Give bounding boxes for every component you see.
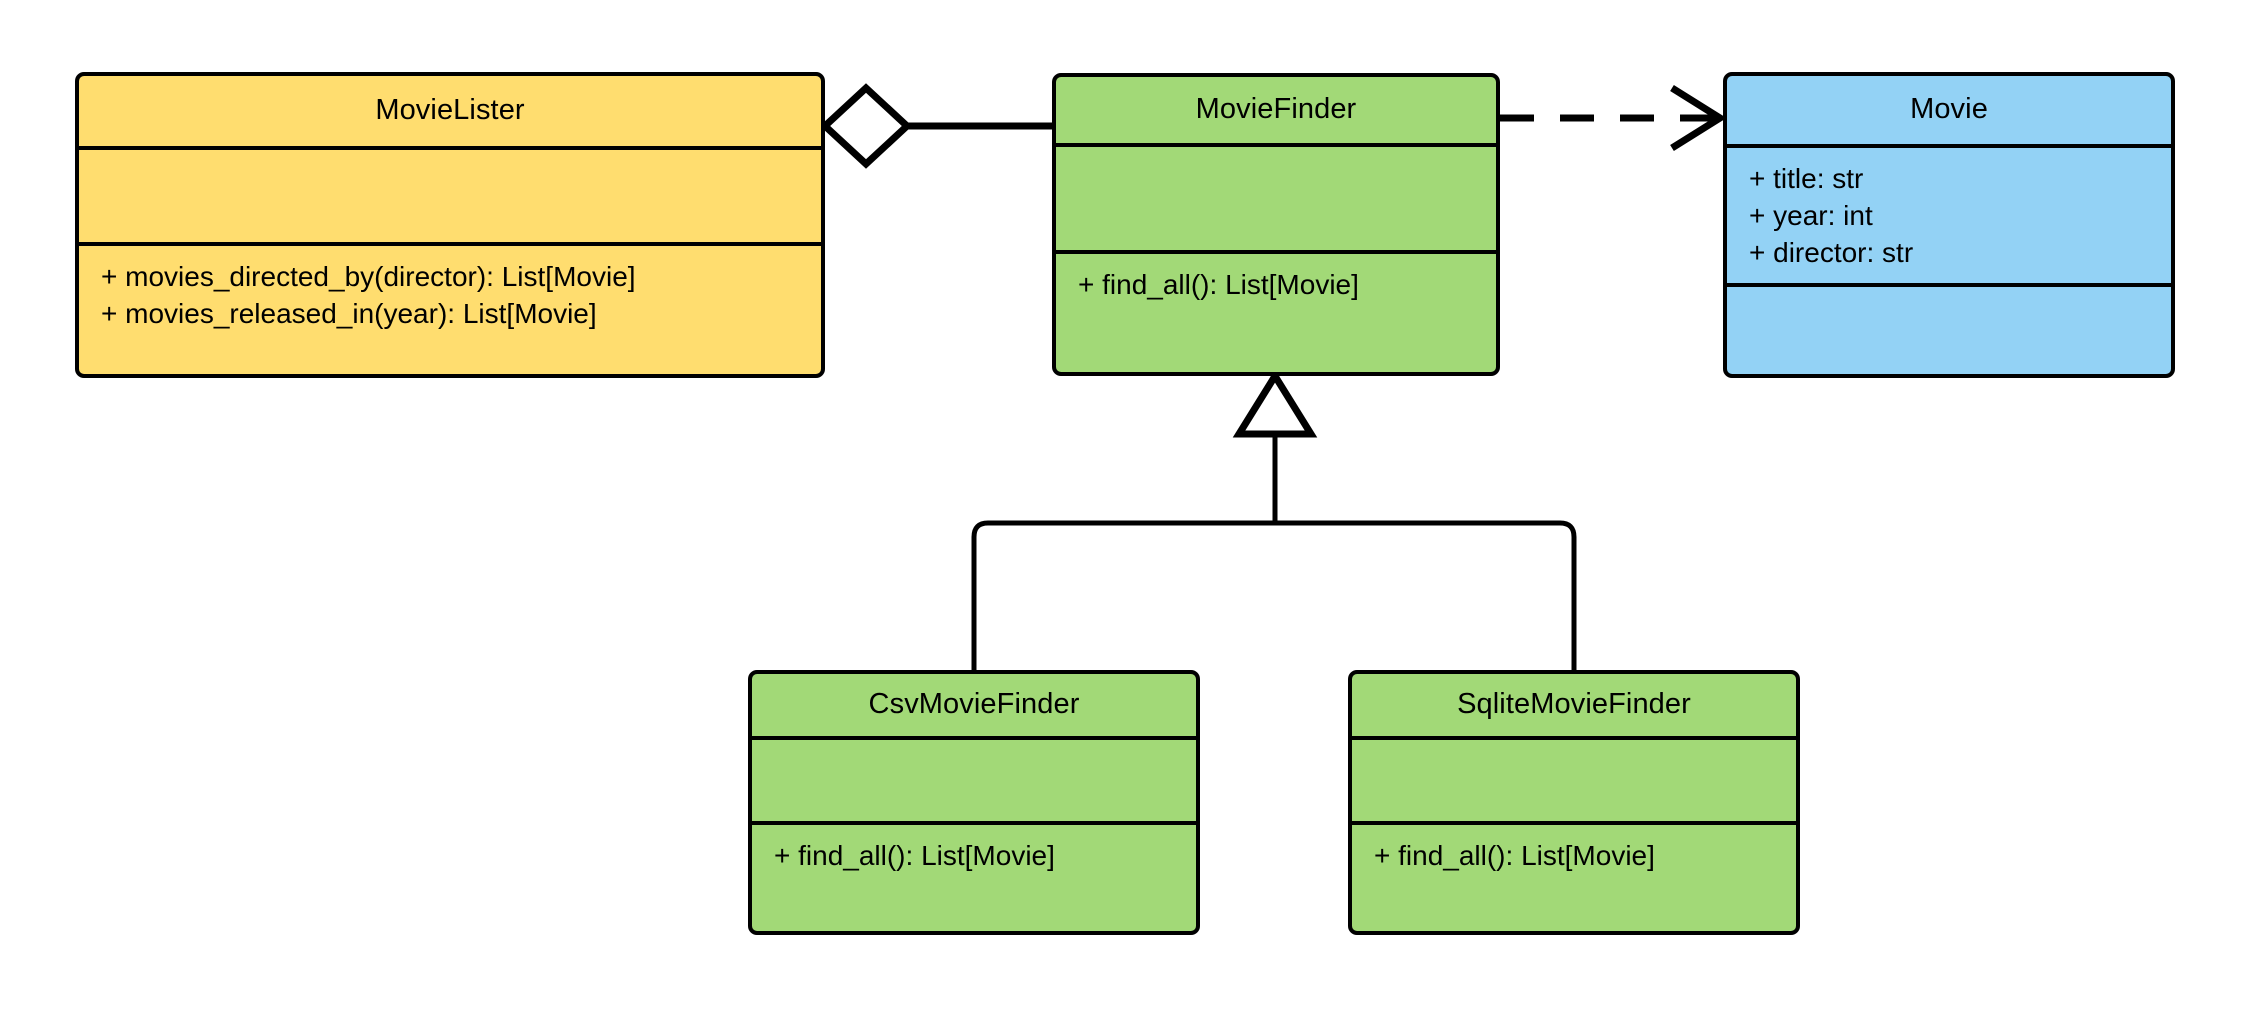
movie-finder-name-compartment: MovieFinder bbox=[1056, 77, 1496, 143]
csv-movie-finder-methods-compartment: + find_all(): List[Movie] bbox=[752, 821, 1196, 931]
movie-attribute: + director: str bbox=[1749, 237, 1914, 269]
uml-class-csv-movie-finder[interactable]: CsvMovieFinder + find_all(): List[Movie] bbox=[748, 670, 1200, 935]
movie-lister-method: + movies_directed_by(director): List[Mov… bbox=[101, 261, 636, 292]
movie-attributes-compartment: + title: str + year: int + director: str bbox=[1727, 144, 2171, 283]
movie-finder-method: + find_all(): List[Movie] bbox=[1078, 269, 1359, 300]
csv-movie-finder-method: + find_all(): List[Movie] bbox=[774, 840, 1055, 871]
generalization-branch-sqlite bbox=[1275, 520, 1577, 670]
csv-movie-finder-attributes-compartment bbox=[752, 736, 1196, 821]
movie-finder-class-name: MovieFinder bbox=[1195, 93, 1357, 126]
movie-lister-methods-compartment: + movies_directed_by(director): List[Mov… bbox=[79, 242, 821, 374]
movie-finder-methods-compartment: + find_all(): List[Movie] bbox=[1056, 250, 1496, 372]
sqlite-movie-finder-methods-compartment: + find_all(): List[Movie] bbox=[1352, 821, 1796, 931]
csv-movie-finder-name-compartment: CsvMovieFinder bbox=[752, 674, 1196, 736]
sqlite-movie-finder-class-name: SqliteMovieFinder bbox=[1457, 688, 1691, 721]
movie-lister-name-compartment: MovieLister bbox=[79, 76, 821, 146]
movie-lister-class-name: MovieLister bbox=[375, 94, 525, 127]
uml-class-movie-finder[interactable]: MovieFinder + find_all(): List[Movie] bbox=[1052, 73, 1500, 376]
movie-lister-method: + movies_released_in(year): List[Movie] bbox=[101, 298, 597, 330]
movie-finder-attributes-compartment bbox=[1056, 143, 1496, 250]
movie-methods-compartment bbox=[1727, 283, 2171, 374]
movie-attribute: + title: str bbox=[1749, 163, 1864, 194]
aggregation-lister-finder-connector[interactable] bbox=[819, 83, 1052, 169]
open-arrow-marker bbox=[1670, 85, 1727, 151]
movie-lister-attributes-compartment bbox=[79, 146, 821, 242]
uml-class-movie-lister[interactable]: MovieLister + movies_directed_by(directo… bbox=[75, 72, 825, 378]
movie-name-compartment: Movie bbox=[1727, 76, 2171, 144]
movie-class-name: Movie bbox=[1910, 93, 1988, 126]
uml-class-sqlite-movie-finder[interactable]: SqliteMovieFinder + find_all(): List[Mov… bbox=[1348, 670, 1800, 935]
sqlite-movie-finder-method: + find_all(): List[Movie] bbox=[1374, 840, 1655, 871]
hollow-diamond-marker bbox=[819, 83, 913, 169]
uml-class-movie[interactable]: Movie + title: str + year: int + directo… bbox=[1723, 72, 2175, 378]
generalization-connector-group[interactable] bbox=[971, 369, 1577, 670]
dependency-finder-movie-connector[interactable] bbox=[1500, 85, 1727, 151]
generalization-branch-csv bbox=[971, 520, 1275, 670]
sqlite-movie-finder-attributes-compartment bbox=[1352, 736, 1796, 821]
sqlite-movie-finder-name-compartment: SqliteMovieFinder bbox=[1352, 674, 1796, 736]
movie-attribute: + year: int bbox=[1749, 200, 1873, 232]
csv-movie-finder-class-name: CsvMovieFinder bbox=[868, 688, 1080, 721]
hollow-triangle-marker bbox=[1232, 369, 1318, 438]
